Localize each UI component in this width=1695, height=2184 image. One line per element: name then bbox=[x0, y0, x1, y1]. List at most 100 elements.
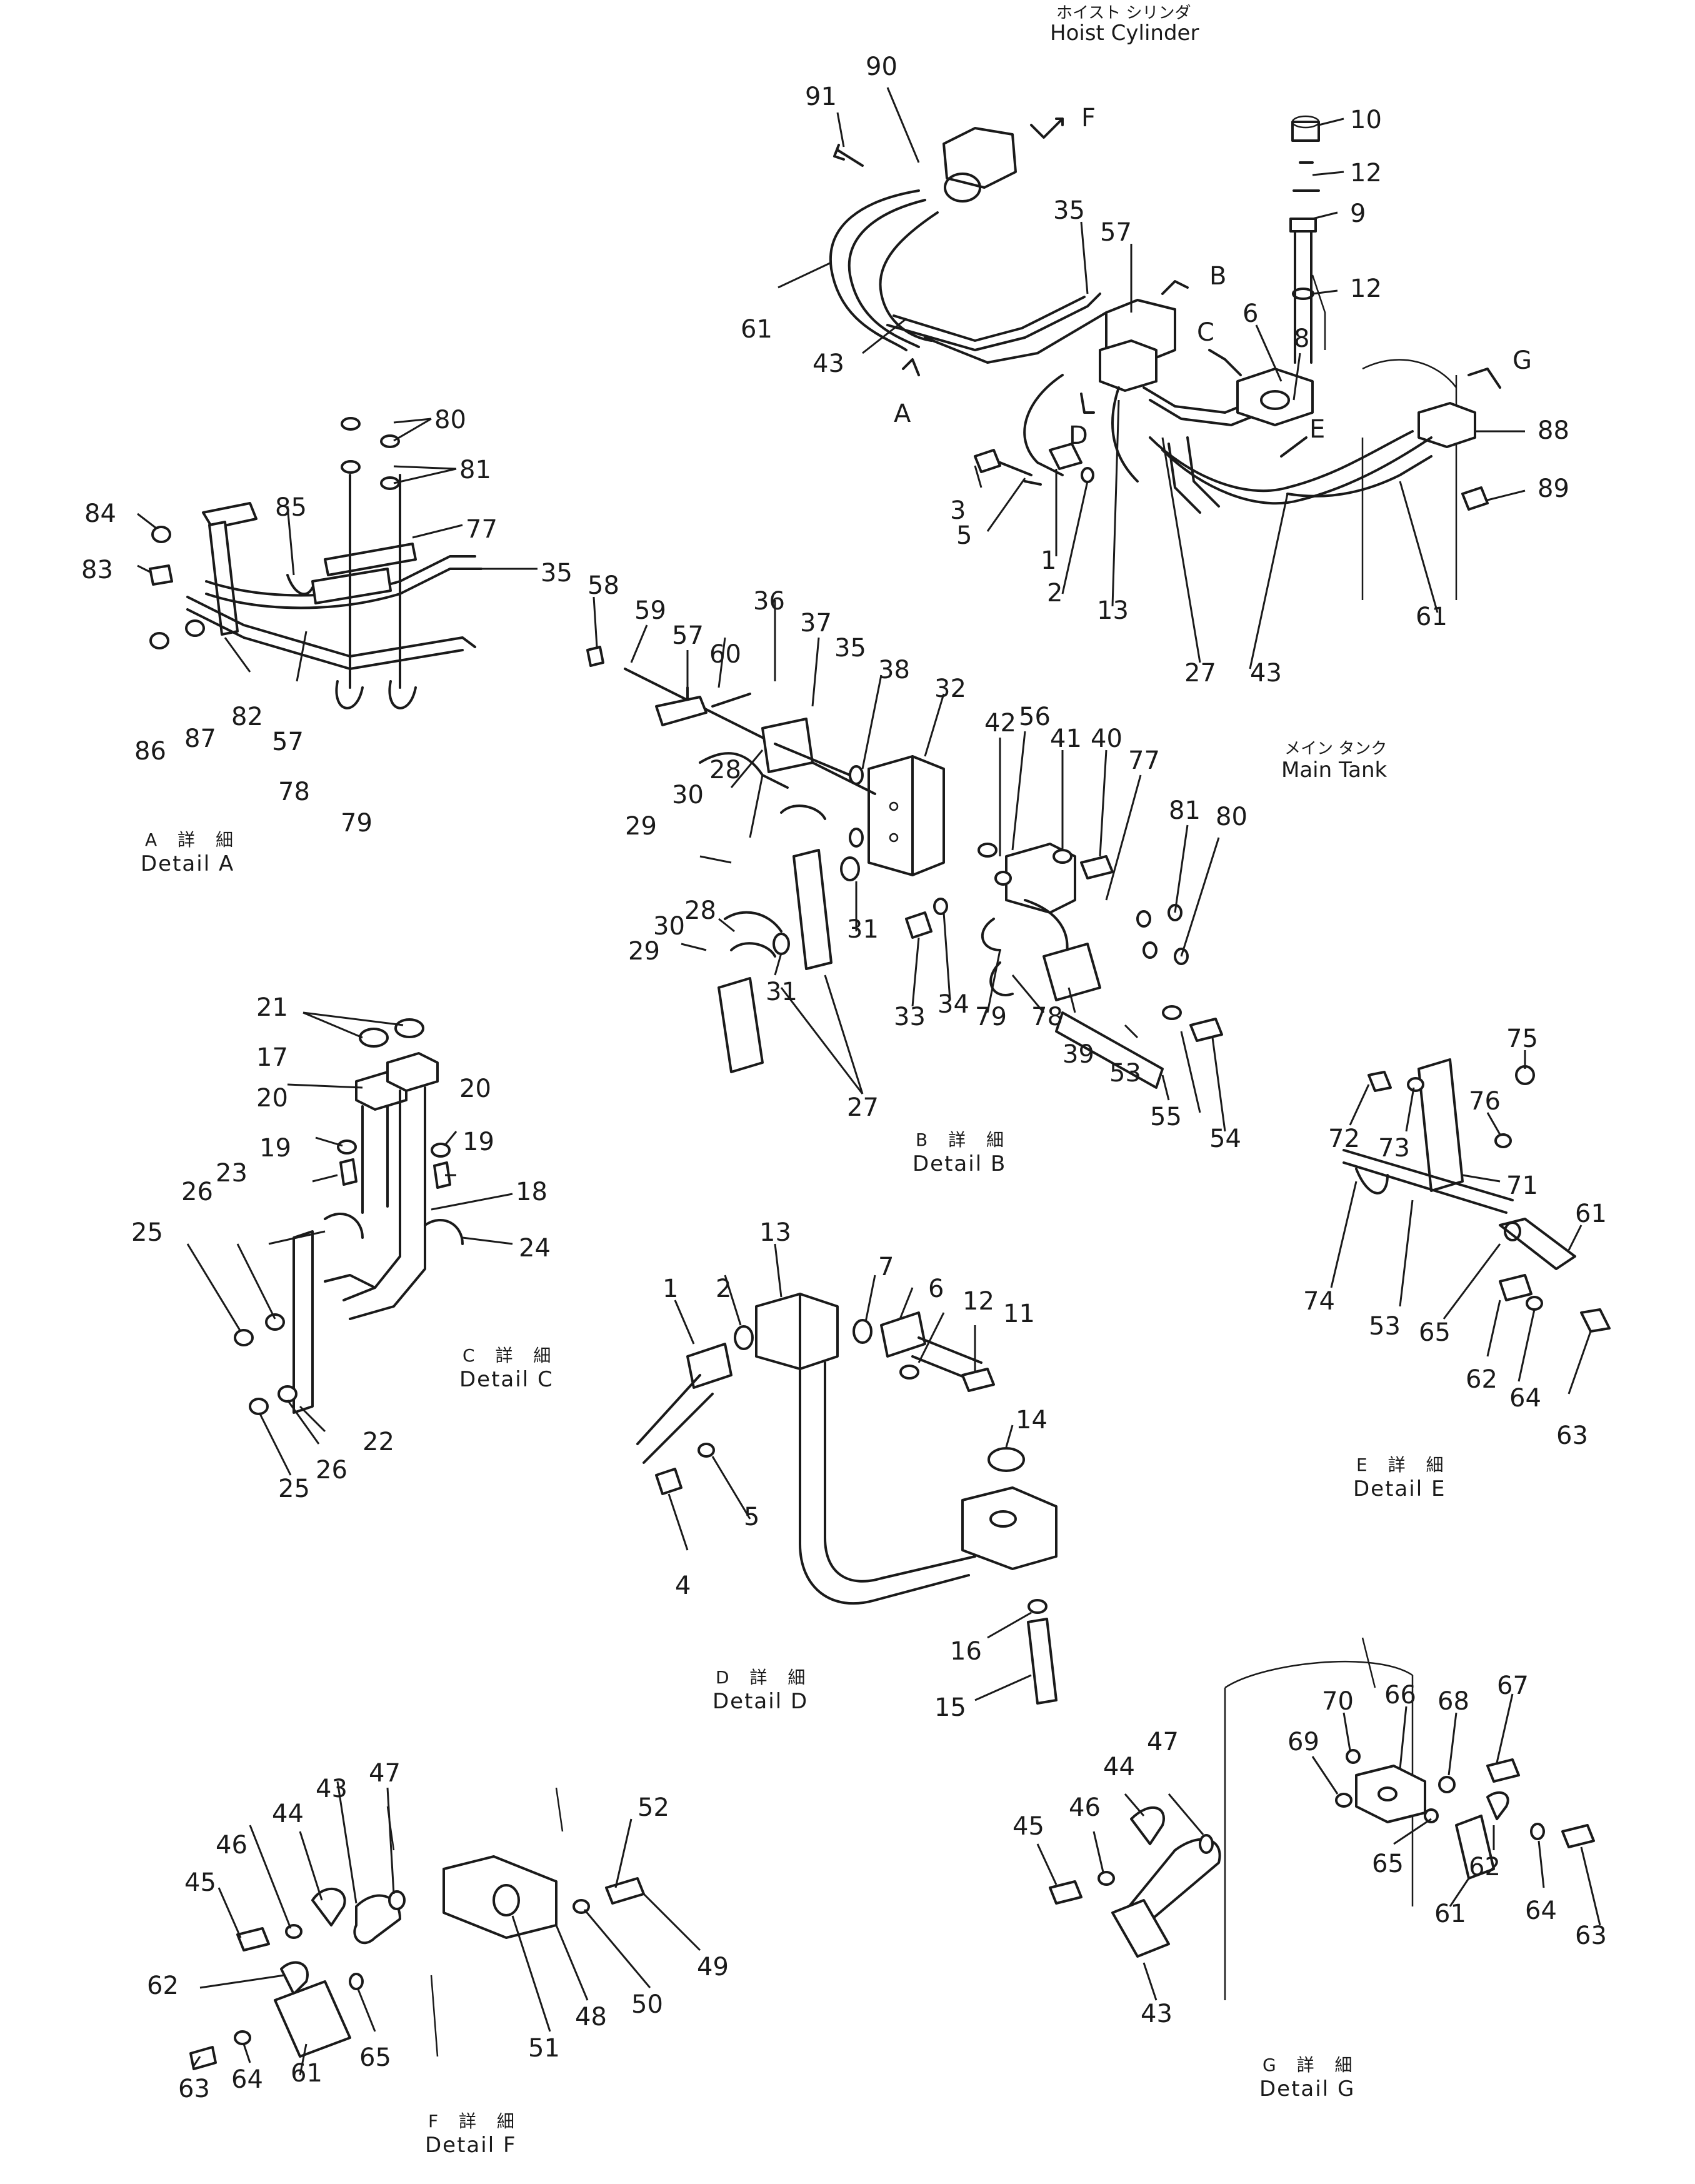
callout-f-51: 51 bbox=[528, 2034, 560, 2063]
detail-f-caption-jp: F 詳 細 bbox=[428, 2111, 522, 2131]
callout-a-35: 35 bbox=[541, 559, 572, 588]
callout-f-44: 44 bbox=[272, 1800, 304, 1828]
hoist-cylinder-label-jp: ホイスト シリンダ bbox=[1056, 4, 1191, 23]
callout-b-55: 55 bbox=[1150, 1103, 1182, 1131]
callout-89: 89 bbox=[1538, 474, 1569, 503]
detail-a-drawing bbox=[137, 417, 538, 709]
callout-e-53: 53 bbox=[1369, 1312, 1401, 1341]
callout-f-46: 46 bbox=[216, 1831, 248, 1860]
callout-g-63: 63 bbox=[1575, 1921, 1607, 1950]
callout-b-30b: 30 bbox=[653, 912, 685, 941]
callout-g-44: 44 bbox=[1103, 1753, 1135, 1781]
callout-b-54: 54 bbox=[1209, 1125, 1241, 1153]
detail-d-drawing bbox=[636, 1243, 1058, 1705]
callout-g-62: 62 bbox=[1469, 1853, 1501, 1881]
callout-f-63: 63 bbox=[178, 2075, 210, 2103]
callout-c-17: 17 bbox=[256, 1043, 288, 1072]
callout-b-34: 34 bbox=[938, 990, 969, 1019]
callout-G: G bbox=[1512, 346, 1532, 375]
callout-a-78: 78 bbox=[278, 778, 310, 806]
detail-f-drawing bbox=[189, 1781, 701, 2076]
callout-3: 3 bbox=[950, 496, 966, 525]
callout-b-31: 31 bbox=[847, 915, 879, 944]
callout-d-12: 12 bbox=[962, 1287, 994, 1316]
callout-d-15: 15 bbox=[934, 1693, 966, 1722]
callout-b-30: 30 bbox=[672, 781, 704, 809]
callout-b-53: 53 bbox=[1109, 1059, 1141, 1088]
callout-c-20: 20 bbox=[256, 1084, 288, 1113]
callout-c-24: 24 bbox=[519, 1234, 551, 1263]
callout-labels: 91 90 F 35 57 B 10 12 9 12 61 43 A C 6 8… bbox=[81, 53, 1607, 2103]
callout-88: 88 bbox=[1538, 416, 1569, 445]
callout-61b: 61 bbox=[1416, 603, 1448, 631]
detail-e-drawing bbox=[1330, 1050, 1611, 1395]
callout-27: 27 bbox=[1184, 659, 1216, 688]
callout-b-29b: 29 bbox=[628, 937, 660, 966]
callout-E: E bbox=[1309, 415, 1325, 444]
callout-b-59: 59 bbox=[634, 596, 666, 625]
callout-b-78: 78 bbox=[1031, 1003, 1063, 1031]
callout-D: D bbox=[1069, 421, 1088, 450]
callout-c-19: 19 bbox=[259, 1134, 291, 1163]
callout-12b: 12 bbox=[1350, 274, 1382, 303]
callout-a-57: 57 bbox=[272, 728, 304, 756]
callout-13: 13 bbox=[1097, 596, 1129, 625]
callout-g-70: 70 bbox=[1322, 1687, 1354, 1716]
callout-g-61: 61 bbox=[1434, 1900, 1466, 1928]
callout-g-64: 64 bbox=[1525, 1896, 1557, 1925]
callout-f-62: 62 bbox=[147, 1971, 179, 2000]
callout-d-2: 2 bbox=[716, 1275, 731, 1303]
callout-6: 6 bbox=[1242, 299, 1258, 328]
callout-d-1: 1 bbox=[662, 1275, 678, 1303]
callout-f-45: 45 bbox=[184, 1868, 216, 1897]
detail-b-caption-en: Detail B bbox=[912, 1151, 1007, 1176]
callout-a-77: 77 bbox=[466, 515, 498, 544]
callout-b-29: 29 bbox=[625, 812, 657, 841]
callout-1: 1 bbox=[1041, 546, 1056, 575]
callout-e-64: 64 bbox=[1509, 1384, 1541, 1413]
callout-c-25: 25 bbox=[131, 1218, 163, 1247]
callout-b-80: 80 bbox=[1216, 803, 1248, 831]
callout-e-61: 61 bbox=[1575, 1200, 1607, 1228]
callout-e-73: 73 bbox=[1378, 1134, 1410, 1163]
callout-c-23: 23 bbox=[216, 1159, 248, 1188]
callout-b-32: 32 bbox=[934, 674, 966, 703]
callout-F: F bbox=[1081, 104, 1096, 133]
callout-b-36: 36 bbox=[753, 587, 785, 616]
callout-b-79: 79 bbox=[975, 1003, 1007, 1031]
callout-c-20b: 20 bbox=[459, 1074, 491, 1103]
callout-a-85: 85 bbox=[275, 493, 307, 522]
callout-f-50: 50 bbox=[631, 1990, 663, 2019]
callout-e-63: 63 bbox=[1556, 1421, 1588, 1450]
callout-d-13: 13 bbox=[759, 1218, 791, 1247]
callout-f-52: 52 bbox=[638, 1793, 669, 1822]
callout-91: 91 bbox=[805, 83, 837, 111]
callout-g-47: 47 bbox=[1147, 1728, 1179, 1756]
callout-9: 9 bbox=[1350, 199, 1366, 228]
detail-g-caption-en: Detail G bbox=[1259, 2076, 1356, 2101]
detail-e-caption-jp: E 詳 細 bbox=[1356, 1455, 1451, 1475]
callout-b-39: 39 bbox=[1062, 1040, 1094, 1069]
callout-e-74: 74 bbox=[1303, 1287, 1335, 1316]
callout-c-19b: 19 bbox=[462, 1128, 494, 1156]
callout-b-28: 28 bbox=[709, 756, 741, 784]
callout-f-61: 61 bbox=[291, 2059, 322, 2088]
callout-a-83: 83 bbox=[81, 556, 113, 584]
callout-b-56: 56 bbox=[1019, 703, 1051, 731]
callout-2: 2 bbox=[1047, 579, 1062, 608]
callout-A: A bbox=[894, 399, 911, 428]
callout-c-26b: 26 bbox=[316, 1456, 348, 1485]
detail-c-drawing bbox=[186, 1011, 513, 1476]
callout-b-58: 58 bbox=[588, 571, 619, 600]
callout-g-67: 67 bbox=[1497, 1671, 1529, 1700]
callout-b-33: 33 bbox=[894, 1003, 926, 1031]
callout-g-65: 65 bbox=[1372, 1850, 1404, 1878]
callout-e-75: 75 bbox=[1506, 1024, 1538, 1053]
callout-e-76: 76 bbox=[1469, 1087, 1501, 1116]
callout-c-21: 21 bbox=[256, 993, 288, 1022]
callout-g-43: 43 bbox=[1141, 2000, 1172, 2028]
callout-g-46: 46 bbox=[1069, 1793, 1101, 1822]
callout-g-69: 69 bbox=[1288, 1728, 1319, 1756]
callout-f-65: 65 bbox=[359, 2043, 391, 2072]
